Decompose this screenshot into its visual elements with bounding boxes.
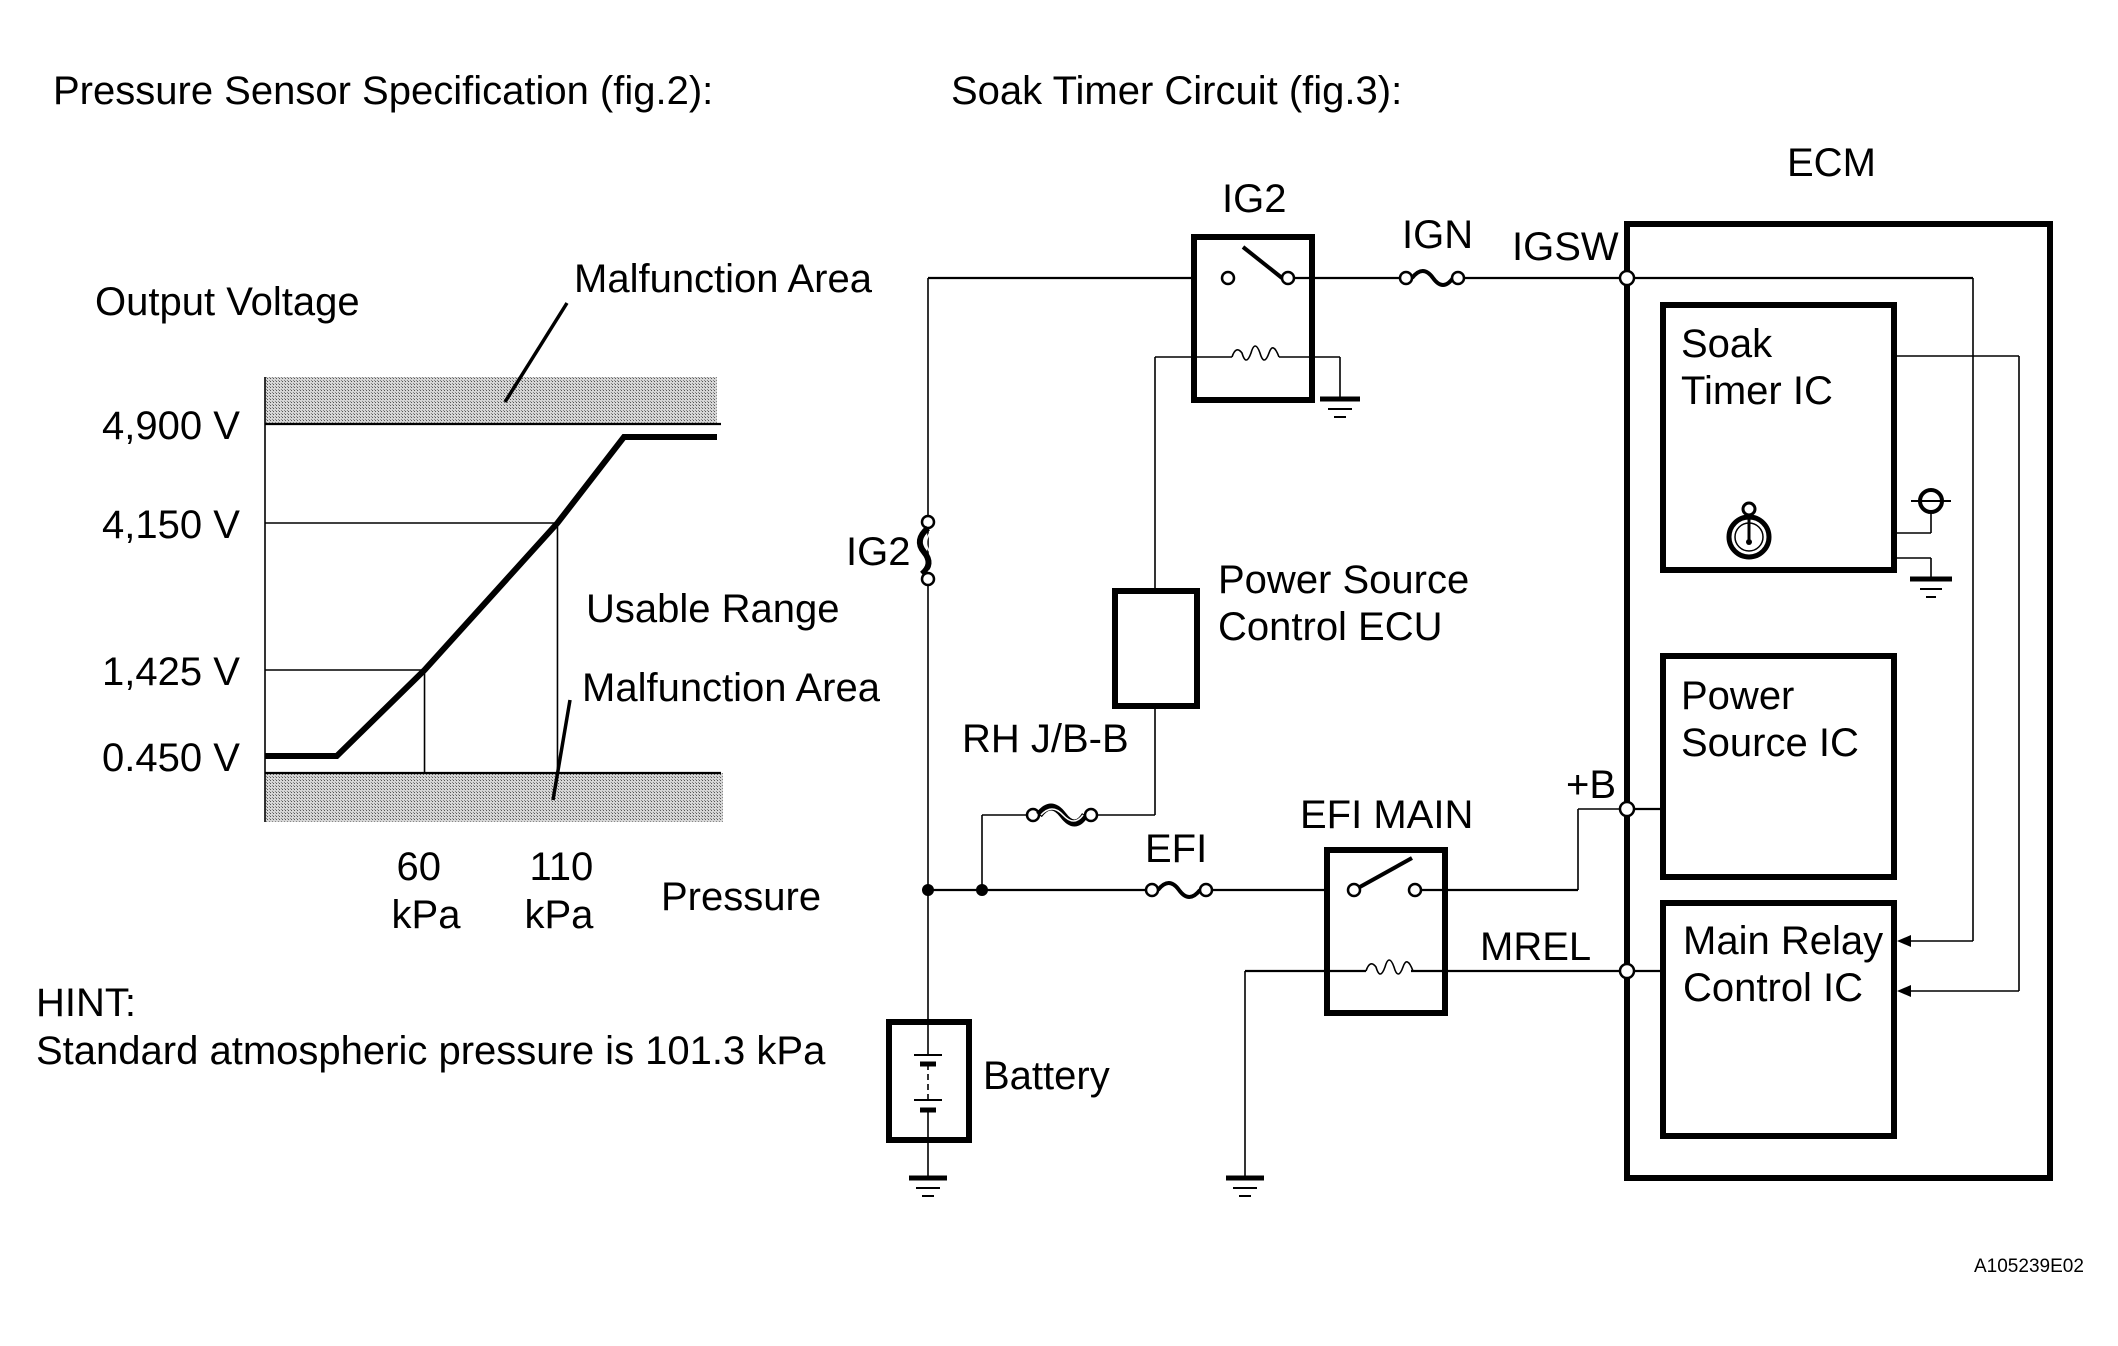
y-tick-label: 1,425 V [102, 650, 240, 694]
x-axis-label: Pressure [661, 875, 821, 919]
annotation-malfunction-upper: Malfunction Area [574, 257, 873, 301]
ground-icon [1226, 1175, 1264, 1197]
ig2-relay [1155, 234, 1360, 418]
mrel-terminal [1618, 962, 1636, 980]
soak-timer-ic-box [1660, 302, 1897, 573]
ign-label: IGN [1402, 213, 1473, 257]
plus-b-terminal [1618, 800, 1636, 818]
relay-contact-icon [1346, 882, 1362, 898]
soak-timer-label-line2: Timer IC [1681, 369, 1833, 413]
malfunction-band-lower [265, 773, 723, 822]
power-source-ic-label-line1: Power [1681, 674, 1794, 718]
hint-label: HINT: [36, 981, 136, 1025]
arrow-icon [1897, 935, 1911, 947]
fig2-title: Pressure Sensor Specification (fig.2): [53, 69, 713, 113]
igsw-label: IGSW [1512, 225, 1619, 269]
battery-box [886, 1019, 972, 1143]
y-tick-label: 4,900 V [102, 404, 240, 448]
ig2-fuse-label: IG2 [846, 530, 910, 574]
malfunction-band-upper [265, 377, 717, 424]
rh-jb-fuse-icon [1025, 803, 1099, 827]
main-relay-ic-label-line1: Main Relay [1683, 919, 1883, 963]
relay-contact-icon [1407, 882, 1423, 898]
ig2-relay-label: IG2 [1222, 177, 1286, 221]
plus-b-label: +B [1566, 763, 1616, 807]
ign-fuse-icon [1398, 269, 1466, 287]
annotation-usable-range: Usable Range [586, 587, 840, 631]
ground-icon [909, 1175, 947, 1197]
leader-line-upper [503, 302, 569, 403]
efi-main-relay-box [1324, 847, 1448, 1016]
psc-ecu-label-line2: Control ECU [1218, 605, 1443, 649]
mrel-label: MREL [1480, 925, 1591, 969]
ig2-relay-box [1191, 234, 1315, 403]
arrow-icon [1897, 985, 1911, 997]
x-tick-label: 60 [397, 845, 442, 889]
x-tick-unit: kPa [392, 893, 462, 937]
annotation-malfunction-lower: Malfunction Area [582, 666, 881, 710]
relay-switch-arm-icon [1357, 856, 1413, 890]
efi-fuse-icon [1144, 881, 1214, 899]
relay-contact-icon [1220, 270, 1236, 286]
relay-coil-icon [1365, 959, 1414, 975]
output-voltage-curve [265, 434, 717, 759]
power-source-ic-box [1660, 653, 1897, 880]
ig2-fuse-icon [916, 514, 936, 587]
main-relay-ic-label-line2: Control IC [1683, 966, 1863, 1010]
relay-contact-icon [1280, 270, 1296, 286]
efi-main-label: EFI MAIN [1300, 793, 1473, 837]
ground-icon [1320, 396, 1360, 418]
relay-switch-arm-icon [1241, 245, 1284, 280]
ecm-box [1624, 221, 2053, 1181]
efi-main-relay [1324, 847, 1448, 1016]
power-source-ic-label-line2: Source IC [1681, 721, 1859, 765]
x-tick-label: 110 [529, 845, 593, 889]
igsw-terminal [1618, 269, 1636, 287]
fig3-title: Soak Timer Circuit (fig.3): [951, 69, 1402, 113]
y-tick-label: 4,150 V [102, 503, 240, 547]
ecm: ECM Soak Timer IC [1618, 141, 2053, 1181]
y-axis-label: Output Voltage [95, 280, 360, 324]
rh-jb-label: RH J/B-B [962, 717, 1129, 761]
relay-coil-icon [1231, 345, 1280, 361]
battery [886, 1019, 972, 1143]
stopwatch-icon [1726, 501, 1772, 560]
main-relay-control-ic-box [1660, 900, 1897, 1139]
soak-timer-label-line1: Soak [1681, 322, 1773, 366]
x-tick-unit: kPa [524, 893, 594, 937]
psc-ecu-label-line1: Power Source [1218, 558, 1469, 602]
hint-text: Standard atmospheric pressure is 101.3 k… [36, 1029, 826, 1073]
power-source-control-ecu-box [1112, 588, 1200, 709]
ecm-label: ECM [1787, 141, 1876, 185]
junction-dot [922, 884, 934, 896]
junction-dot [976, 884, 988, 896]
leader-line-lower [551, 699, 572, 801]
ground-icon [1910, 576, 1952, 598]
efi-fuse-label: EFI [1145, 827, 1207, 871]
y-tick-label: 0.450 V [102, 736, 240, 780]
figure-id: A105239E02 [1974, 1256, 2084, 1277]
power-supply-icon [1911, 488, 1951, 514]
battery-label: Battery [983, 1054, 1110, 1098]
